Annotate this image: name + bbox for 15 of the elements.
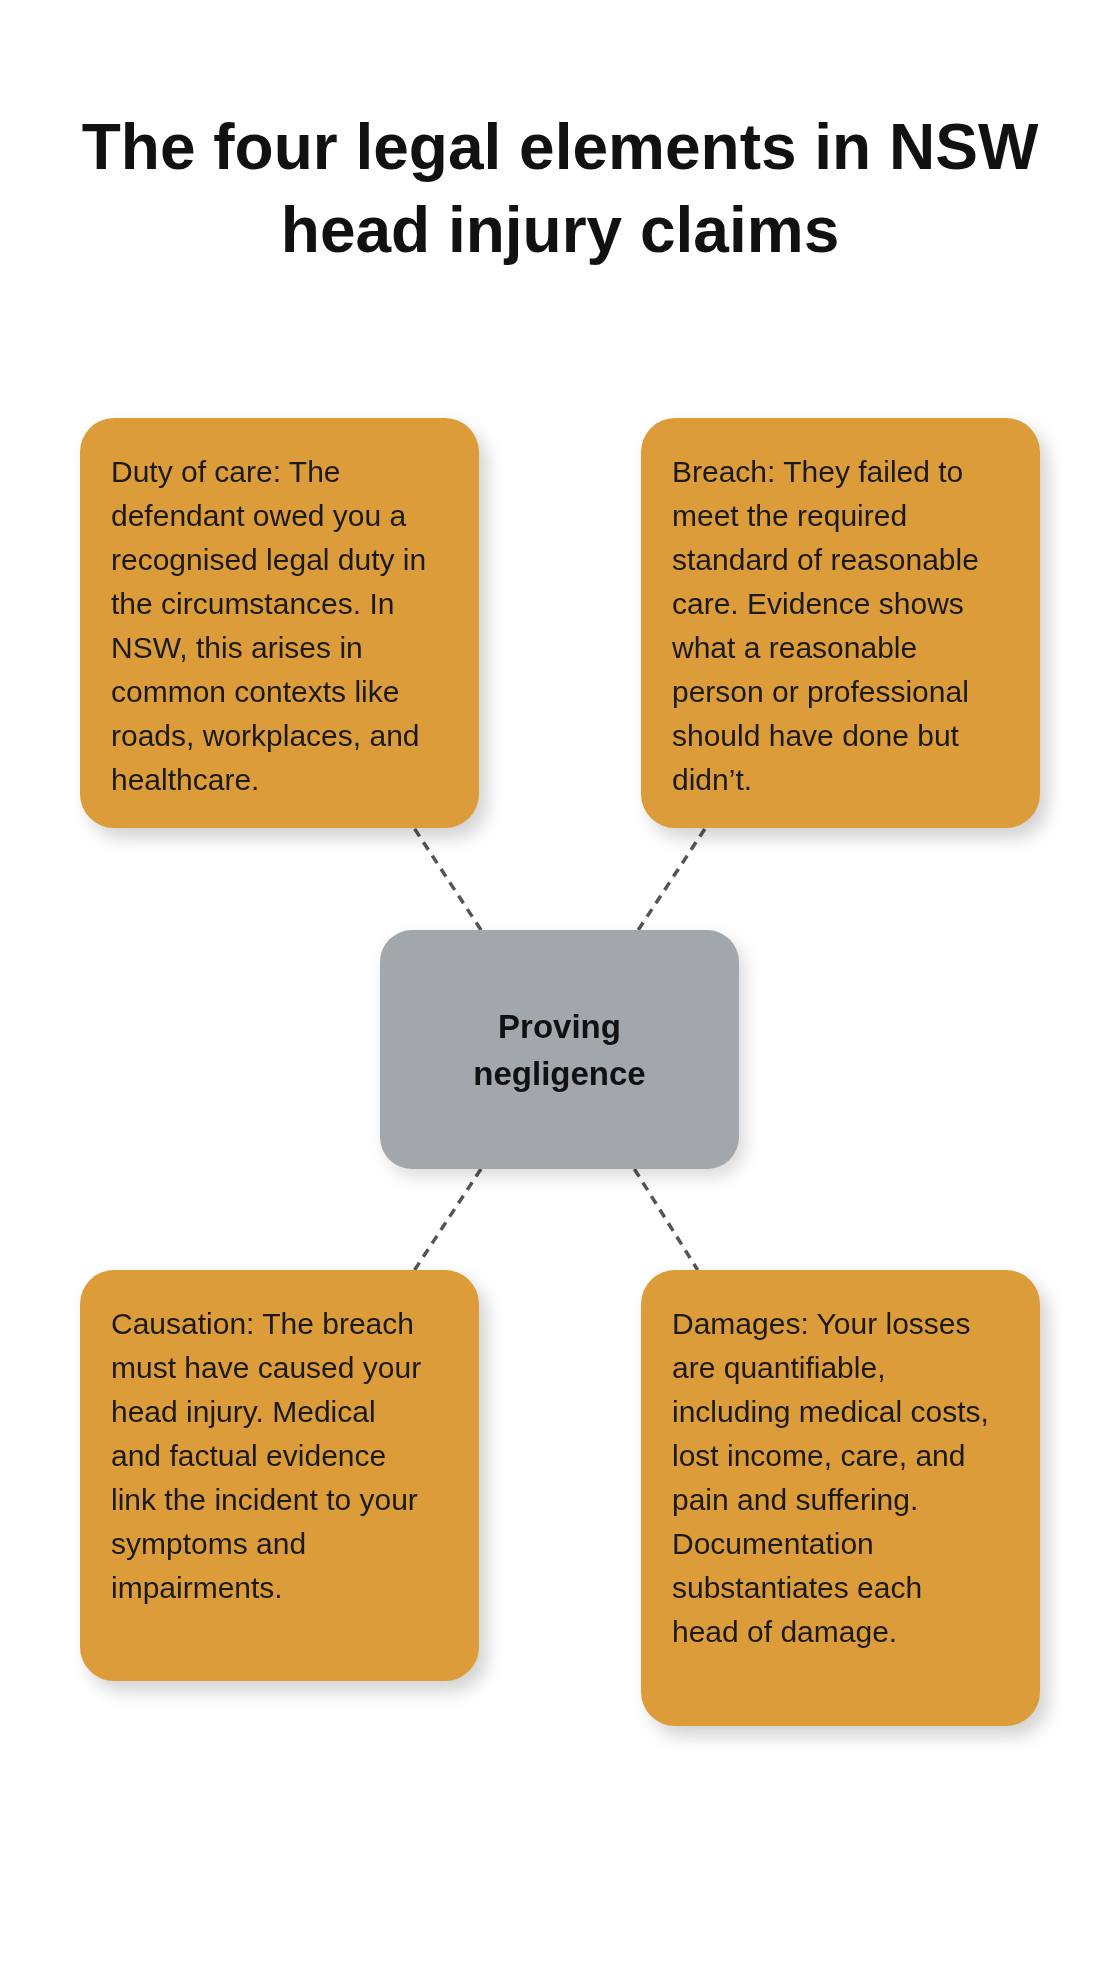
card-text: Damages: Your losses are quantifiable, including medical costs, lost income, care, and pain and suffering. Documentation substantiates each head of damage. bbox=[672, 1306, 990, 1650]
info-card bbox=[641, 418, 1040, 828]
card-text: Duty of care: The defendant owed you a recognised legal duty in the circumstances. In NSW, this arises in common contexts like roads, workplaces, and healthcare. bbox=[111, 454, 428, 798]
card-text: Causation: The breach must have caused your head injury. Medical and factual evidence link the incident to your symptoms and impairments. bbox=[111, 1306, 423, 1606]
title: The four legal elements in NSW head injury claims bbox=[80, 110, 1040, 268]
info-card bbox=[641, 1270, 1040, 1726]
dashed-connector bbox=[636, 827, 707, 931]
center-box bbox=[380, 930, 739, 1169]
dashed-connector bbox=[413, 1168, 483, 1271]
info-card bbox=[80, 1270, 479, 1681]
dashed-connector bbox=[632, 1168, 700, 1271]
dashed-connector bbox=[412, 827, 483, 931]
card-text: Breach: They failed to meet the required standard of reasonable care. Evidence shows what a reasonable person or professional should have done but didn’t. bbox=[672, 454, 980, 798]
info-card bbox=[80, 418, 479, 828]
center-label: Proving negligence bbox=[472, 1006, 647, 1094]
